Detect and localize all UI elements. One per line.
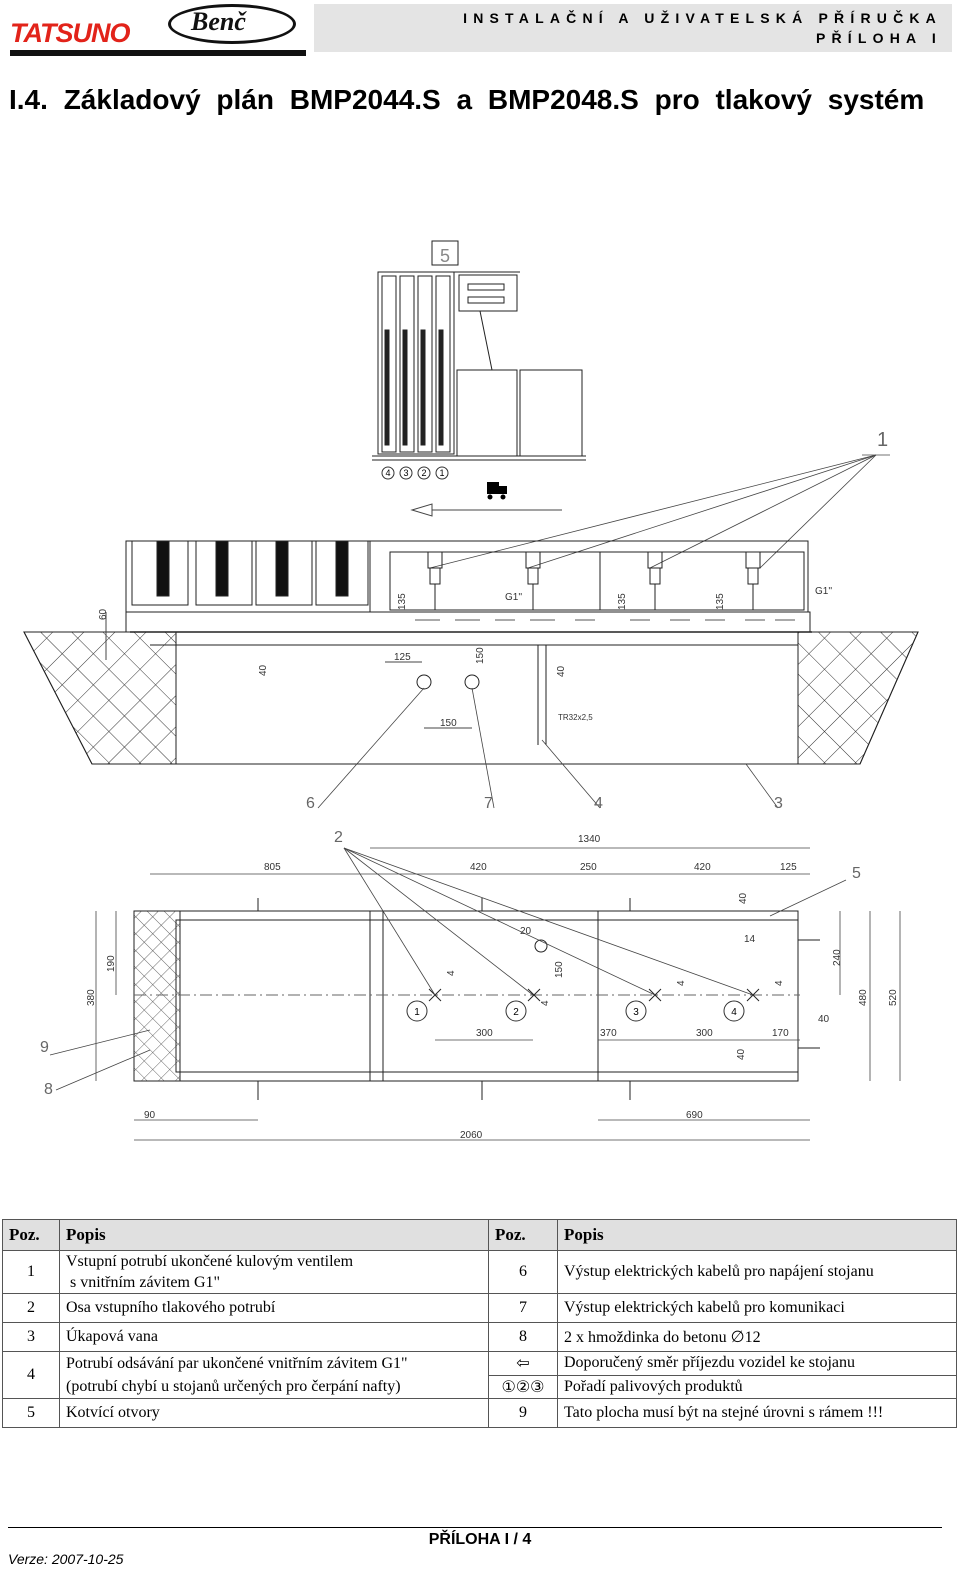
svg-text:420: 420 [694, 862, 711, 873]
svg-text:2: 2 [513, 1007, 519, 1018]
svg-text:3: 3 [774, 795, 783, 812]
svg-text:40: 40 [738, 892, 749, 904]
svg-text:2: 2 [334, 829, 343, 846]
header-title-box: INSTALAČNÍ A UŽIVATELSKÁ PŘÍRUČKA PŘÍLOH… [314, 4, 952, 52]
legend-table: Poz. Popis Poz. Popis 1 Vstupní potrubí … [2, 1219, 957, 1428]
arrow-left-icon: ⇦ [488, 1351, 558, 1376]
svg-text:14: 14 [744, 934, 756, 945]
table-row: 1 Vstupní potrubí ukončené kulovým venti… [2, 1250, 957, 1294]
legend-header-row: Poz. Popis Poz. Popis [2, 1219, 957, 1251]
svg-text:380: 380 [86, 989, 97, 1006]
table-row: 3 Úkapová vana 8 2 x hmoždinka do betonu… [2, 1322, 957, 1352]
page-header: TATSUNO Benč INSTALAČNÍ A UŽIVATELSKÁ PŘ… [8, 4, 952, 56]
svg-text:8: 8 [44, 1081, 53, 1098]
truck-icon [487, 482, 507, 500]
top-view-label: 5 [440, 246, 450, 266]
svg-text:5: 5 [852, 865, 861, 882]
svg-text:4: 4 [731, 1007, 737, 1018]
svg-text:250: 250 [580, 862, 597, 873]
svg-text:G1'': G1'' [815, 586, 832, 597]
svg-text:125: 125 [394, 652, 411, 663]
page-title: I.4. Základový plán BMP2044.S a BMP2048.… [9, 84, 925, 115]
svg-text:1: 1 [877, 429, 888, 451]
plan-callouts: 2 5 9 8 [40, 829, 861, 1098]
plan-dimensions: 1340 805 420 250 420 125 40 20 14 240 48… [86, 834, 899, 1141]
svg-text:1: 1 [439, 468, 444, 478]
tatsuno-logo: TATSUNO [10, 18, 306, 56]
svg-text:420: 420 [470, 862, 487, 873]
svg-text:1340: 1340 [578, 834, 601, 845]
svg-text:G1'': G1'' [505, 592, 522, 603]
section-callouts: 6 7 4 3 [306, 687, 783, 812]
svg-text:3: 3 [403, 468, 408, 478]
section-dimensions: 60 135 G1'' 135 135 G1'' 40 125 150 40 1… [98, 586, 832, 729]
svg-text:20: 20 [520, 926, 532, 937]
table-row: ①②③ Pořadí palivových produktů [3, 1374, 957, 1399]
header-popis-2: Popis [557, 1219, 957, 1251]
tatsuno-logo-text: TATSUNO [10, 18, 130, 48]
inlet-valve [427, 551, 761, 610]
svg-text:170: 170 [772, 1028, 789, 1039]
svg-text:4: 4 [385, 468, 390, 478]
svg-text:40: 40 [258, 664, 269, 676]
svg-text:240: 240 [832, 949, 843, 966]
footer-divider [8, 1527, 942, 1528]
callout-1: 1 [429, 429, 890, 569]
svg-text:150: 150 [475, 647, 486, 664]
nozzle-numbers: 4 3 2 1 [381, 466, 449, 480]
svg-text:40: 40 [818, 1014, 830, 1025]
header-poz: Poz. [2, 1219, 60, 1251]
table-row: 5 Kotvící otvory 9 Tato plocha musí být … [2, 1398, 957, 1428]
svg-text:300: 300 [476, 1028, 493, 1039]
plan-view [95, 847, 901, 1141]
svg-text:3: 3 [633, 1007, 639, 1018]
version-label: Verze: 2007-10-25 [8, 1551, 124, 1567]
svg-text:190: 190 [106, 955, 117, 972]
svg-text:1: 1 [414, 1007, 420, 1018]
svg-text:90: 90 [144, 1110, 156, 1121]
benc-logo-text: Benč [191, 7, 246, 36]
svg-text:690: 690 [686, 1110, 703, 1121]
svg-text:805: 805 [264, 862, 281, 873]
svg-text:6: 6 [306, 795, 315, 812]
svg-text:4: 4 [774, 980, 785, 986]
dispenser-front-view: 5 [372, 240, 586, 461]
svg-text:4: 4 [676, 980, 687, 986]
svg-text:TR32x2,5: TR32x2,5 [558, 713, 593, 722]
svg-text:370: 370 [600, 1028, 617, 1039]
table-row: 4 Potrubí odsávání par ukončené vnitřním… [2, 1351, 957, 1399]
svg-text:40: 40 [556, 665, 567, 677]
svg-text:60: 60 [98, 608, 109, 620]
direction-arrow-icon [410, 503, 562, 517]
svg-text:135: 135 [617, 593, 628, 610]
table-row: 2 Osa vstupního tlakového potrubí 7 Výst… [2, 1293, 957, 1323]
svg-text:125: 125 [780, 862, 797, 873]
foundation-drawing: 5 4 3 2 1 1 [23, 240, 919, 1141]
section-view [23, 540, 919, 765]
section-label: PŘÍLOHA I [815, 30, 942, 46]
svg-text:520: 520 [888, 989, 899, 1006]
product-order-icon: ①②③ [488, 1374, 558, 1399]
document-title: INSTALAČNÍ A UŽIVATELSKÁ PŘÍRUČKA [463, 10, 942, 26]
svg-text:480: 480 [858, 989, 869, 1006]
svg-text:2060: 2060 [460, 1130, 483, 1141]
svg-text:150: 150 [440, 718, 457, 729]
header-popis: Popis [59, 1219, 489, 1251]
svg-text:4: 4 [594, 795, 603, 812]
svg-text:7: 7 [484, 795, 493, 812]
svg-text:135: 135 [397, 593, 408, 610]
product-order-markers: 1 2 3 4 [406, 1000, 745, 1022]
page-number: PŘÍLOHA I / 4 [428, 1531, 532, 1548]
svg-text:40: 40 [736, 1048, 747, 1060]
header-poz-2: Poz. [488, 1219, 558, 1251]
svg-text:135: 135 [715, 593, 726, 610]
svg-text:9: 9 [40, 1039, 49, 1056]
svg-text:150: 150 [554, 961, 565, 978]
benc-logo: Benč [168, 4, 296, 44]
svg-text:2: 2 [421, 468, 426, 478]
svg-text:300: 300 [696, 1028, 713, 1039]
svg-text:4: 4 [540, 1000, 551, 1006]
svg-text:4: 4 [446, 970, 457, 976]
